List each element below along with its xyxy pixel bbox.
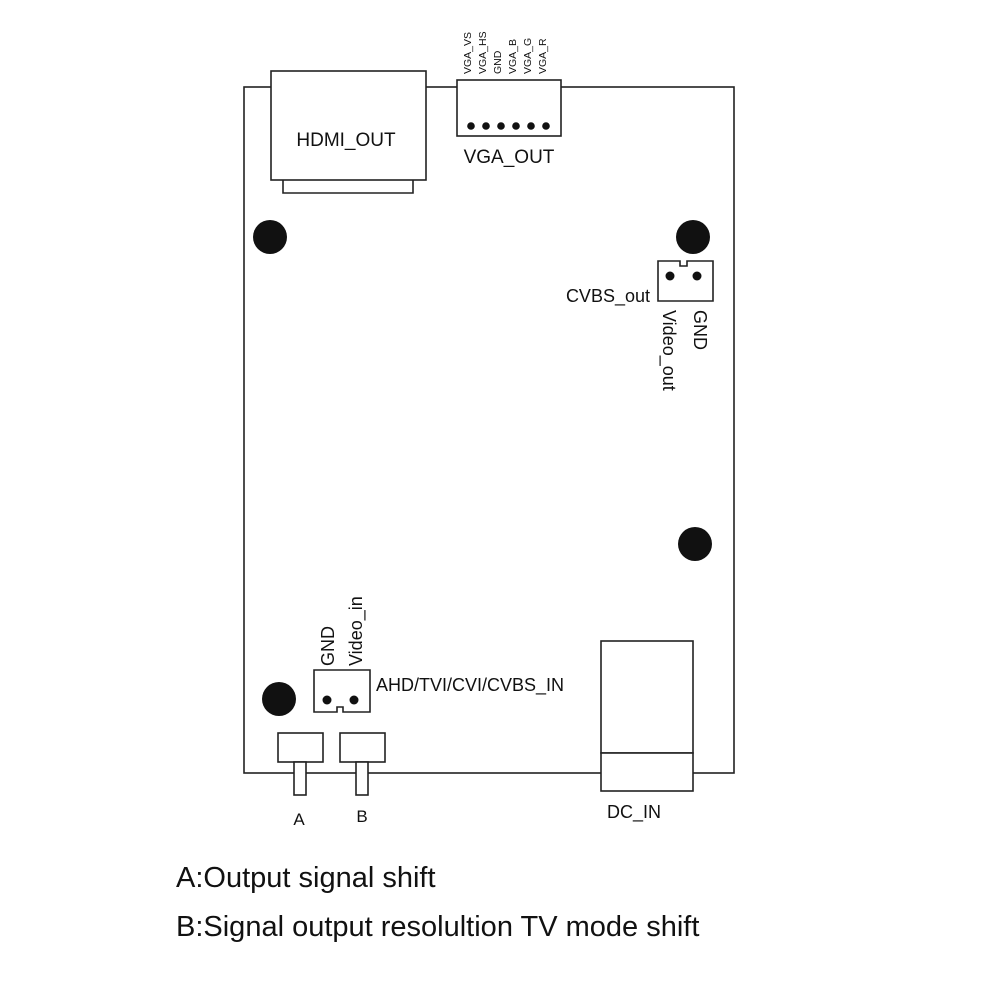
vga-connector: VGA_VS VGA_HS GND VGA_B VGA_G VGA_R VGA_… [456,31,562,168]
vga-pin-label: VGA_G [522,38,534,74]
cvbs-out-pin-label: GND [690,310,710,350]
switch-a-label: A [293,810,305,829]
legend-switch-b: B:Signal output resolultion TV mode shif… [176,911,700,943]
video-input-connector: GND Video_in AHD/TVI/CVI/CVBS_IN [313,596,564,713]
vga-pin [512,122,520,130]
vga-pin [467,122,475,130]
video-input-label: AHD/TVI/CVI/CVBS_IN [376,675,564,696]
cvbs-out-pin-label: Video_out [658,310,679,391]
cvbs-out-connector: CVBS_out GND Video_out [566,260,714,391]
mounting-hole [678,527,712,561]
mounting-hole [262,682,296,716]
vga-pin-label: VGA_HS [477,31,489,74]
vga-pin [482,122,490,130]
switch-b-label: B [356,807,367,826]
video-input-pin [322,695,332,705]
cvbs-out-pin [692,271,702,281]
dc-in-label: DC_IN [607,802,661,823]
vga-pin [542,122,550,130]
vga-pin-label: VGA_R [537,38,549,74]
cvbs-out-label: CVBS_out [566,286,650,307]
video-input-pin-label: Video_in [346,596,367,666]
dc-in-jack: DC_IN [600,640,694,823]
vga-pin-label: GND [492,50,504,74]
vga-pin [527,122,535,130]
cvbs-out-pin [665,271,675,281]
vga-pin-label: VGA_VS [462,32,474,74]
vga-pin [497,122,505,130]
switch-b: B [339,732,386,826]
hdmi-connector: HDMI_OUT [270,70,427,194]
video-input-pin-label: GND [318,626,338,666]
mounting-hole [253,220,287,254]
legend-switch-a: A:Output signal shift [176,862,436,894]
switch-a: A [277,732,324,829]
hdmi-label: HDMI_OUT [296,130,396,151]
mounting-hole [676,220,710,254]
vga-label: VGA_OUT [464,147,555,168]
vga-pin-label: VGA_B [507,39,519,74]
video-input-pin [349,695,359,705]
